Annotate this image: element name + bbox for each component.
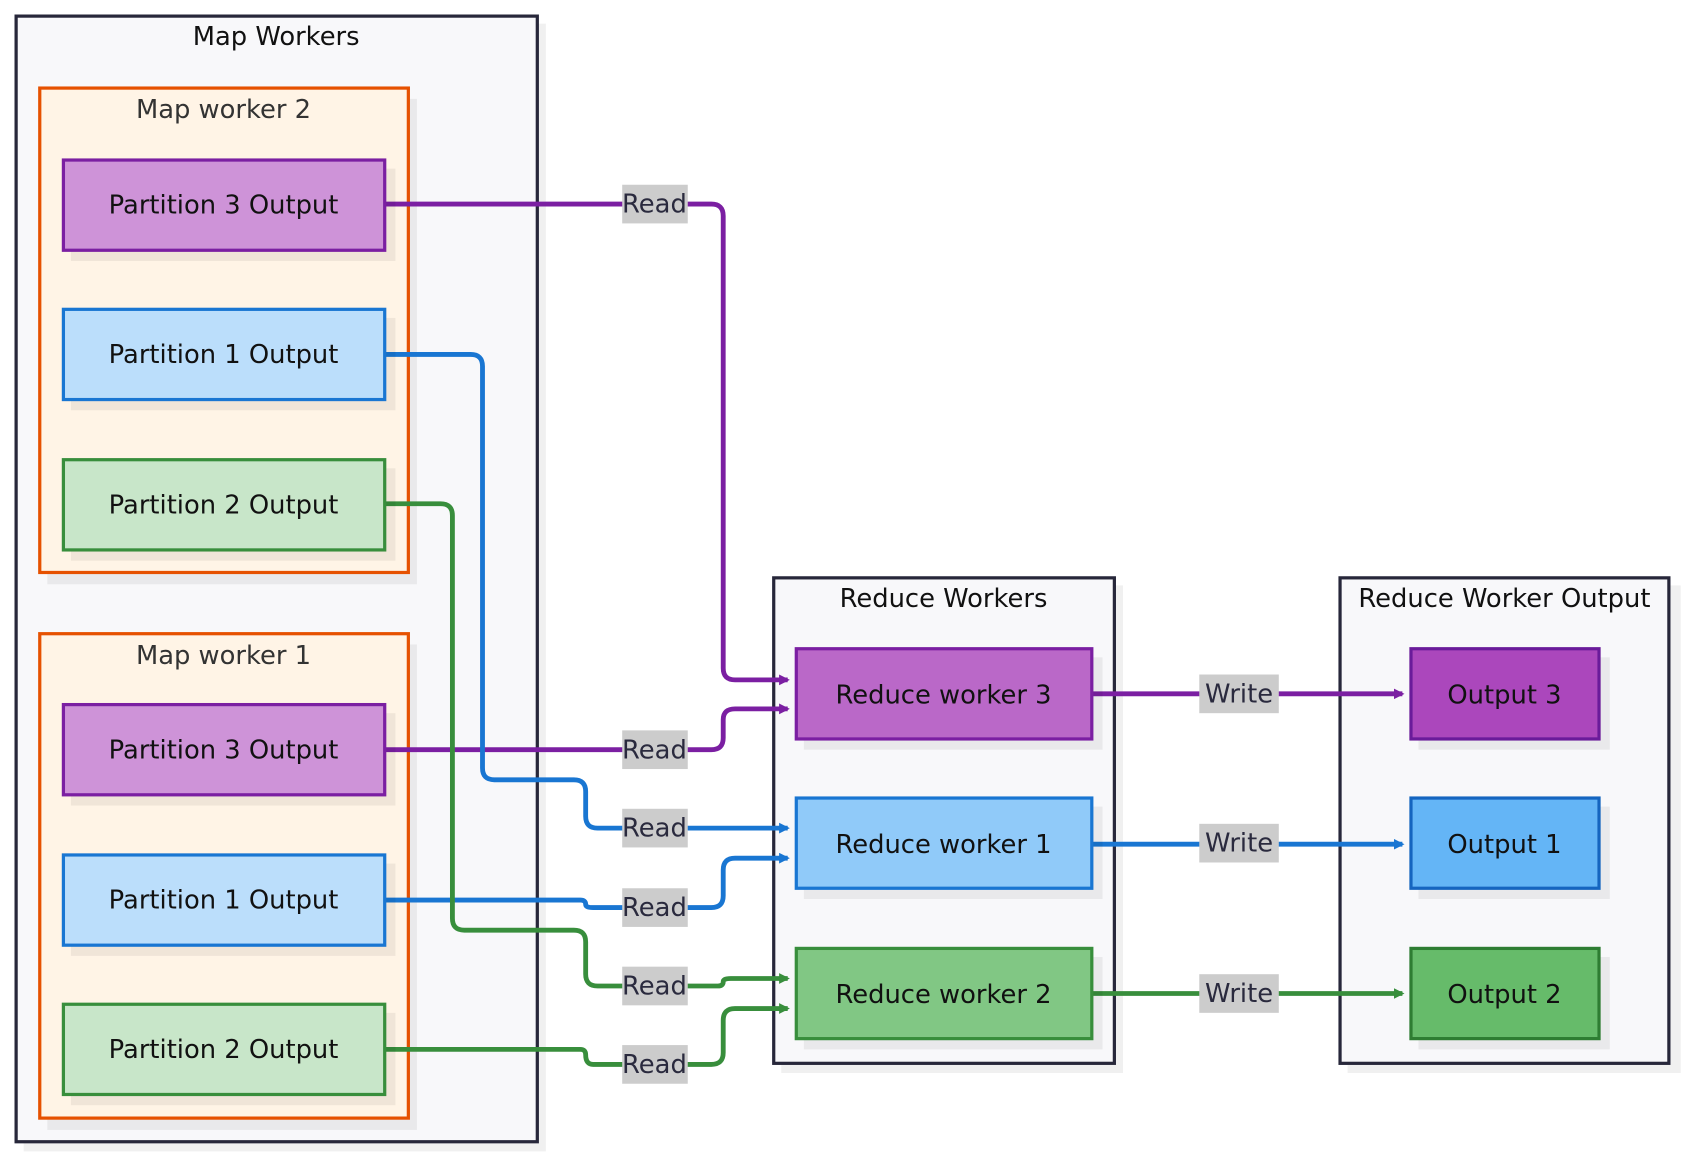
edge-mw1-p2-to-rw2 (384, 1003, 790, 1067)
edge-mw2-p3-to-rw3 (384, 201, 790, 686)
svg-text:Partition 3 Output: Partition 3 Output (109, 735, 339, 765)
edge-label-read: Read (622, 1045, 688, 1084)
svg-text:Read: Read (622, 1050, 687, 1080)
group-title-reduce-workers: Reduce Workers (840, 584, 1048, 614)
svg-text:Partition 1 Output: Partition 1 Output (109, 340, 339, 370)
svg-text:Reduce worker 1: Reduce worker 1 (836, 830, 1052, 860)
node-reduce-worker-1[interactable]: Reduce worker 1 (794, 796, 1103, 899)
svg-text:Read: Read (622, 735, 687, 765)
svg-text:Partition 2 Output: Partition 2 Output (109, 1035, 339, 1065)
node-mw2-partition-3[interactable]: Partition 3 Output (61, 158, 396, 261)
node-output-2[interactable]: Output 2 (1409, 946, 1610, 1050)
node-output-1[interactable]: Output 1 (1409, 796, 1610, 899)
edge-label-read: Read (622, 184, 688, 224)
svg-text:Reduce worker 3: Reduce worker 3 (836, 681, 1052, 711)
edge-label-read: Read (622, 730, 688, 770)
svg-text:Write: Write (1205, 829, 1273, 859)
svg-text:Write: Write (1205, 979, 1273, 1009)
node-mw1-partition-1[interactable]: Partition 1 Output (61, 853, 396, 956)
svg-text:Read: Read (622, 814, 687, 844)
edge-label-write: Write (1199, 974, 1279, 1013)
node-mw2-partition-2[interactable]: Partition 2 Output (61, 458, 396, 561)
node-output-3[interactable]: Output 3 (1409, 647, 1610, 750)
svg-text:Partition 2 Output: Partition 2 Output (109, 490, 339, 520)
edge-mw2-p2-to-rw2 (384, 501, 790, 989)
node-reduce-worker-2[interactable]: Reduce worker 2 (794, 946, 1103, 1050)
svg-text:Read: Read (622, 190, 687, 220)
svg-text:Write: Write (1205, 679, 1273, 709)
group-title-reduce-worker-output: Reduce Worker Output (1358, 584, 1650, 614)
group-title-map-workers: Map Workers (193, 22, 360, 52)
group-title-map-worker-1: Map worker 1 (136, 641, 311, 671)
node-mw1-partition-3[interactable]: Partition 3 Output (61, 702, 396, 806)
edge-mw1-p3-to-rw3 (384, 703, 790, 753)
edge-label-write: Write (1199, 823, 1279, 863)
svg-text:Partition 1 Output: Partition 1 Output (109, 886, 339, 916)
svg-text:Partition 3 Output: Partition 3 Output (109, 191, 339, 221)
edge-mw1-p1-to-rw1 (384, 852, 790, 911)
node-mw1-partition-2[interactable]: Partition 2 Output (61, 1002, 396, 1106)
edge-label-read: Read (622, 966, 688, 1006)
node-reduce-worker-3[interactable]: Reduce worker 3 (794, 647, 1103, 750)
svg-text:Read: Read (622, 893, 687, 923)
svg-text:Output 1: Output 1 (1447, 830, 1561, 860)
edge-label-write: Write (1199, 674, 1279, 714)
edge-labels: Read Read Read Read Read Read Write Writ… (622, 184, 1279, 1084)
svg-text:Read: Read (622, 972, 687, 1002)
node-mw2-partition-1[interactable]: Partition 1 Output (61, 307, 396, 411)
svg-text:Reduce worker 2: Reduce worker 2 (836, 980, 1052, 1010)
edge-label-read: Read (622, 808, 688, 848)
group-title-map-worker-2: Map worker 2 (136, 95, 311, 125)
svg-text:Output 2: Output 2 (1447, 980, 1561, 1010)
edge-mw2-p1-to-rw1 (384, 352, 790, 834)
svg-text:Output 3: Output 3 (1447, 681, 1561, 711)
edge-label-read: Read (622, 888, 688, 927)
